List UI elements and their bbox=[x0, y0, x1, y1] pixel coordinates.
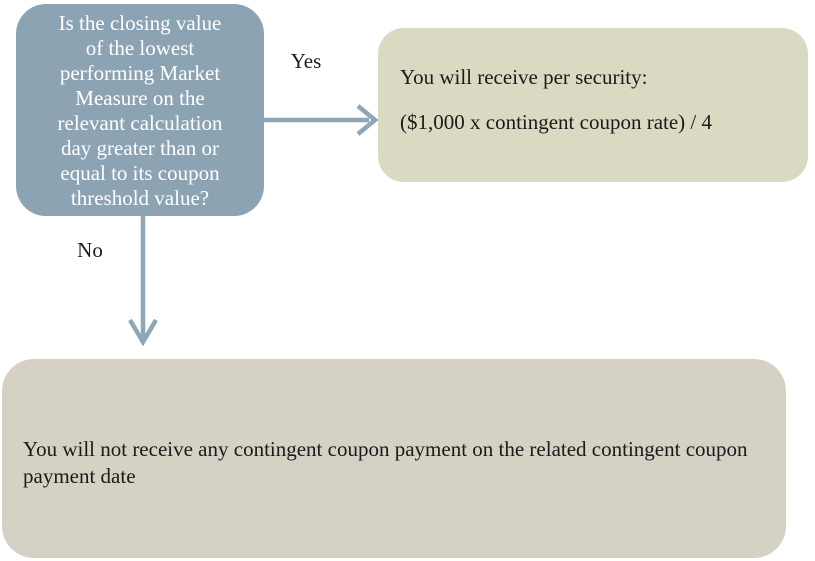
yes-result-line1: You will receive per security: bbox=[400, 65, 648, 89]
yes-label: Yes bbox=[290, 49, 322, 73]
no-label: No bbox=[77, 238, 103, 262]
no-result-text: You will not receive any contingent coup… bbox=[23, 436, 748, 488]
question-box: Is the closing value of the lowest perfo… bbox=[16, 4, 264, 216]
down-arrow-icon bbox=[128, 216, 158, 347]
no-result-box: You will not receive any contingent coup… bbox=[2, 359, 786, 558]
yes-result-box: You will receive per security: ($1,000 x… bbox=[378, 28, 808, 182]
question-text: Is the closing value of the lowest perfo… bbox=[57, 11, 223, 210]
yes-result-line2: ($1,000 x contingent coupon rate) / 4 bbox=[400, 110, 713, 134]
right-arrow-icon bbox=[264, 104, 379, 136]
